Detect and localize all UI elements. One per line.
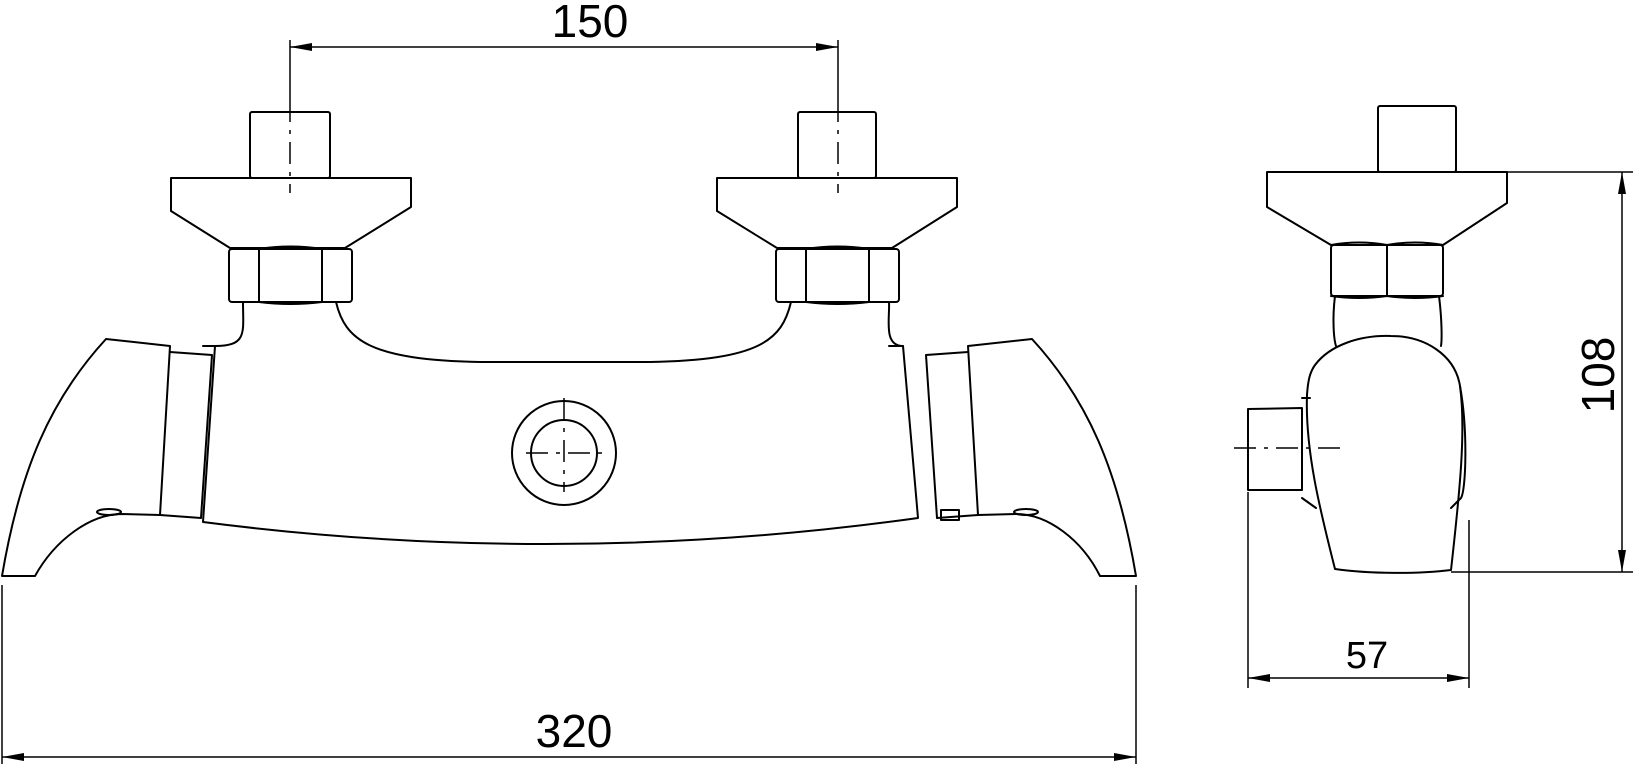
left-valve <box>170 100 412 305</box>
right-valve <box>716 100 958 305</box>
front-view: 150 <box>1 0 1137 764</box>
dimension-valve-spacing: 150 <box>289 0 839 100</box>
dimension-label-320: 320 <box>536 705 613 757</box>
side-view: 108 57 <box>1234 105 1633 688</box>
dimension-depth: 57 <box>1247 492 1470 688</box>
left-handle <box>1 338 213 577</box>
dimension-total-width: 320 <box>1 585 1137 764</box>
outlet-connector <box>511 398 617 506</box>
dimension-label-108: 108 <box>1572 337 1624 414</box>
dimension-label-150: 150 <box>552 0 629 47</box>
mixer-body <box>202 301 919 546</box>
right-handle <box>925 338 1137 577</box>
dimension-height: 108 <box>1451 171 1633 573</box>
dimension-label-57: 57 <box>1346 635 1388 677</box>
